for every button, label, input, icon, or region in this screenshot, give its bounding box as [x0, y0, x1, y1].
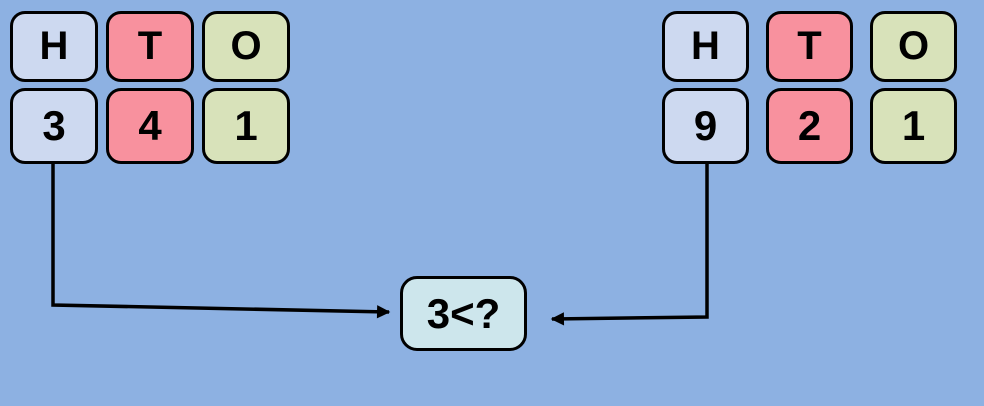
- comparison-label: 3<?: [426, 289, 501, 337]
- left-hundreds-digit: 3: [42, 102, 66, 149]
- right-hundreds-header-label: H: [691, 24, 720, 68]
- left-tens-header-label: T: [137, 24, 163, 68]
- left-hundreds-digit-cell: 3: [10, 88, 98, 164]
- right-ones-header-label: O: [897, 24, 930, 68]
- left-header-row: H T O: [10, 11, 290, 82]
- right-ones-digit-cell: 1: [870, 88, 957, 164]
- left-ones-digit: 1: [234, 102, 258, 149]
- right-header-row: H T O: [662, 11, 957, 82]
- left-hundreds-header-label: H: [39, 24, 69, 68]
- right-hundreds-header-cell: H: [662, 11, 749, 82]
- right-ones-digit: 1: [901, 102, 926, 149]
- right-hundreds-digit-cell: 9: [662, 88, 749, 164]
- left-digit-row: 3 4 1: [10, 88, 290, 164]
- left-ones-header-label: O: [230, 24, 262, 68]
- comparison-box: 3<?: [400, 276, 527, 351]
- left-ones-digit-cell: 1: [202, 88, 290, 164]
- right-digit-row: 9 2 1: [662, 88, 957, 164]
- right-place-value-table: H T O 9 2 1: [662, 11, 957, 164]
- left-place-value-table: H T O 3 4 1: [10, 11, 290, 164]
- left-hundreds-header-cell: H: [10, 11, 98, 82]
- right-hundreds-digit: 9: [693, 102, 718, 149]
- right-tens-header-cell: T: [766, 11, 853, 82]
- right-tens-digit-cell: 2: [766, 88, 853, 164]
- left-arrow: [51, 164, 391, 319]
- left-tens-header-cell: T: [106, 11, 194, 82]
- left-tens-digit-cell: 4: [106, 88, 194, 164]
- left-tens-digit: 4: [138, 102, 162, 149]
- right-arrow: [550, 164, 709, 326]
- right-tens-digit: 2: [797, 102, 822, 149]
- left-ones-header-cell: O: [202, 11, 290, 82]
- right-ones-header-cell: O: [870, 11, 957, 82]
- right-tens-header-label: T: [797, 24, 822, 68]
